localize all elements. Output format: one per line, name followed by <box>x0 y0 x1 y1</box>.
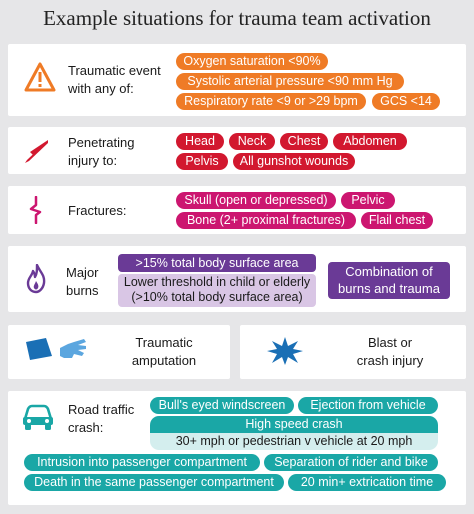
site-head: Head <box>176 133 224 150</box>
site-pelvis: Pelvis <box>176 153 228 170</box>
fracture-flail-chest: Flail chest <box>361 212 433 229</box>
traumatic-event-label-line-1: Traumatic event <box>68 63 161 78</box>
explosion-icon <box>267 337 303 365</box>
crash-ejection: Ejection from vehicle <box>298 397 438 414</box>
road-traffic-label-line-1: Road traffic <box>68 402 135 417</box>
burns-and-trauma: Combination of burns and trauma <box>328 262 450 299</box>
blast-label-line-1: Blast or <box>367 335 413 350</box>
site-gunshot-wounds: All gunshot wounds <box>233 153 355 170</box>
site-chest: Chest <box>280 133 328 150</box>
crash-death-same-compartment: Death in the same passenger compartment <box>24 474 284 491</box>
fracture-bone: Bone (2+ proximal fractures) <box>176 212 356 229</box>
crash-rider-separation: Separation of rider and bike <box>264 454 438 471</box>
burns-label: Major burns <box>66 264 99 300</box>
burns-label-line-1: Major <box>66 265 99 280</box>
flame-icon <box>26 264 46 294</box>
traumatic-event-label-line-2: with any of: <box>68 81 134 96</box>
page-title: Example situations for trauma team activ… <box>43 6 431 30</box>
road-traffic-label-line-2: crash: <box>68 420 104 435</box>
amputation-label: Traumatic amputation <box>116 334 212 370</box>
crash-speed-threshold: 30+ mph or pedestrian v vehicle at 20 mp… <box>150 433 438 450</box>
burns-and-trauma-line-1: Combination of <box>345 264 433 279</box>
amputation-label-line-1: Traumatic <box>135 335 193 350</box>
penetrating-label-line-1: Penetrating <box>68 135 135 150</box>
burns-lower-threshold: Lower threshold in child or elderly (>10… <box>118 274 316 307</box>
burns-tbsa-15: >15% total body surface area <box>118 254 316 272</box>
road-traffic-label: Road traffic crash: <box>68 401 134 437</box>
fractures-label: Fractures: <box>68 203 127 218</box>
fracture-pelvic: Pelvic <box>341 192 395 209</box>
burns-lower-threshold-line-2: (>10% total body surface area) <box>131 290 303 304</box>
criterion-respiratory-rate: Respiratory rate <9 or >29 bpm <box>176 93 366 110</box>
criterion-gcs: GCS <14 <box>372 93 440 110</box>
amputation-label-line-2: amputation <box>131 353 197 368</box>
burns-lower-threshold-line-1: Lower threshold in child or elderly <box>123 275 311 289</box>
penetrating-label-line-2: injury to: <box>68 153 118 168</box>
penetrating-injury-label: Penetrating injury to: <box>68 134 135 170</box>
blast-label-line-2: crash injury <box>356 353 424 368</box>
criterion-systolic-pressure: Systolic arterial pressure <90 mm Hg <box>176 73 404 90</box>
burns-label-line-2: burns <box>66 283 99 298</box>
site-neck: Neck <box>229 133 275 150</box>
criterion-oxygen-saturation: Oxygen saturation <90% <box>176 53 328 70</box>
warning-triangle-icon <box>24 62 56 92</box>
blast-label: Blast or crash injury <box>340 334 440 370</box>
crash-high-speed: High speed crash <box>150 416 438 433</box>
burns-and-trauma-line-2: burns and trauma <box>338 281 440 296</box>
crash-intrusion: Intrusion into passenger compartment <box>24 454 260 471</box>
fracture-skull: Skull (open or depressed) <box>176 192 336 209</box>
site-abdomen: Abdomen <box>333 133 407 150</box>
crash-extrication-time: 20 min+ extrication time <box>288 474 446 491</box>
knife-blade-icon <box>25 140 48 163</box>
amputated-hand-icon <box>26 338 86 360</box>
fracture-bone-icon <box>29 196 42 224</box>
crash-bulls-eyed-windscreen: Bull's eyed windscreen <box>150 397 294 414</box>
car-icon <box>23 404 53 430</box>
traumatic-event-label: Traumatic event with any of: <box>68 62 161 98</box>
